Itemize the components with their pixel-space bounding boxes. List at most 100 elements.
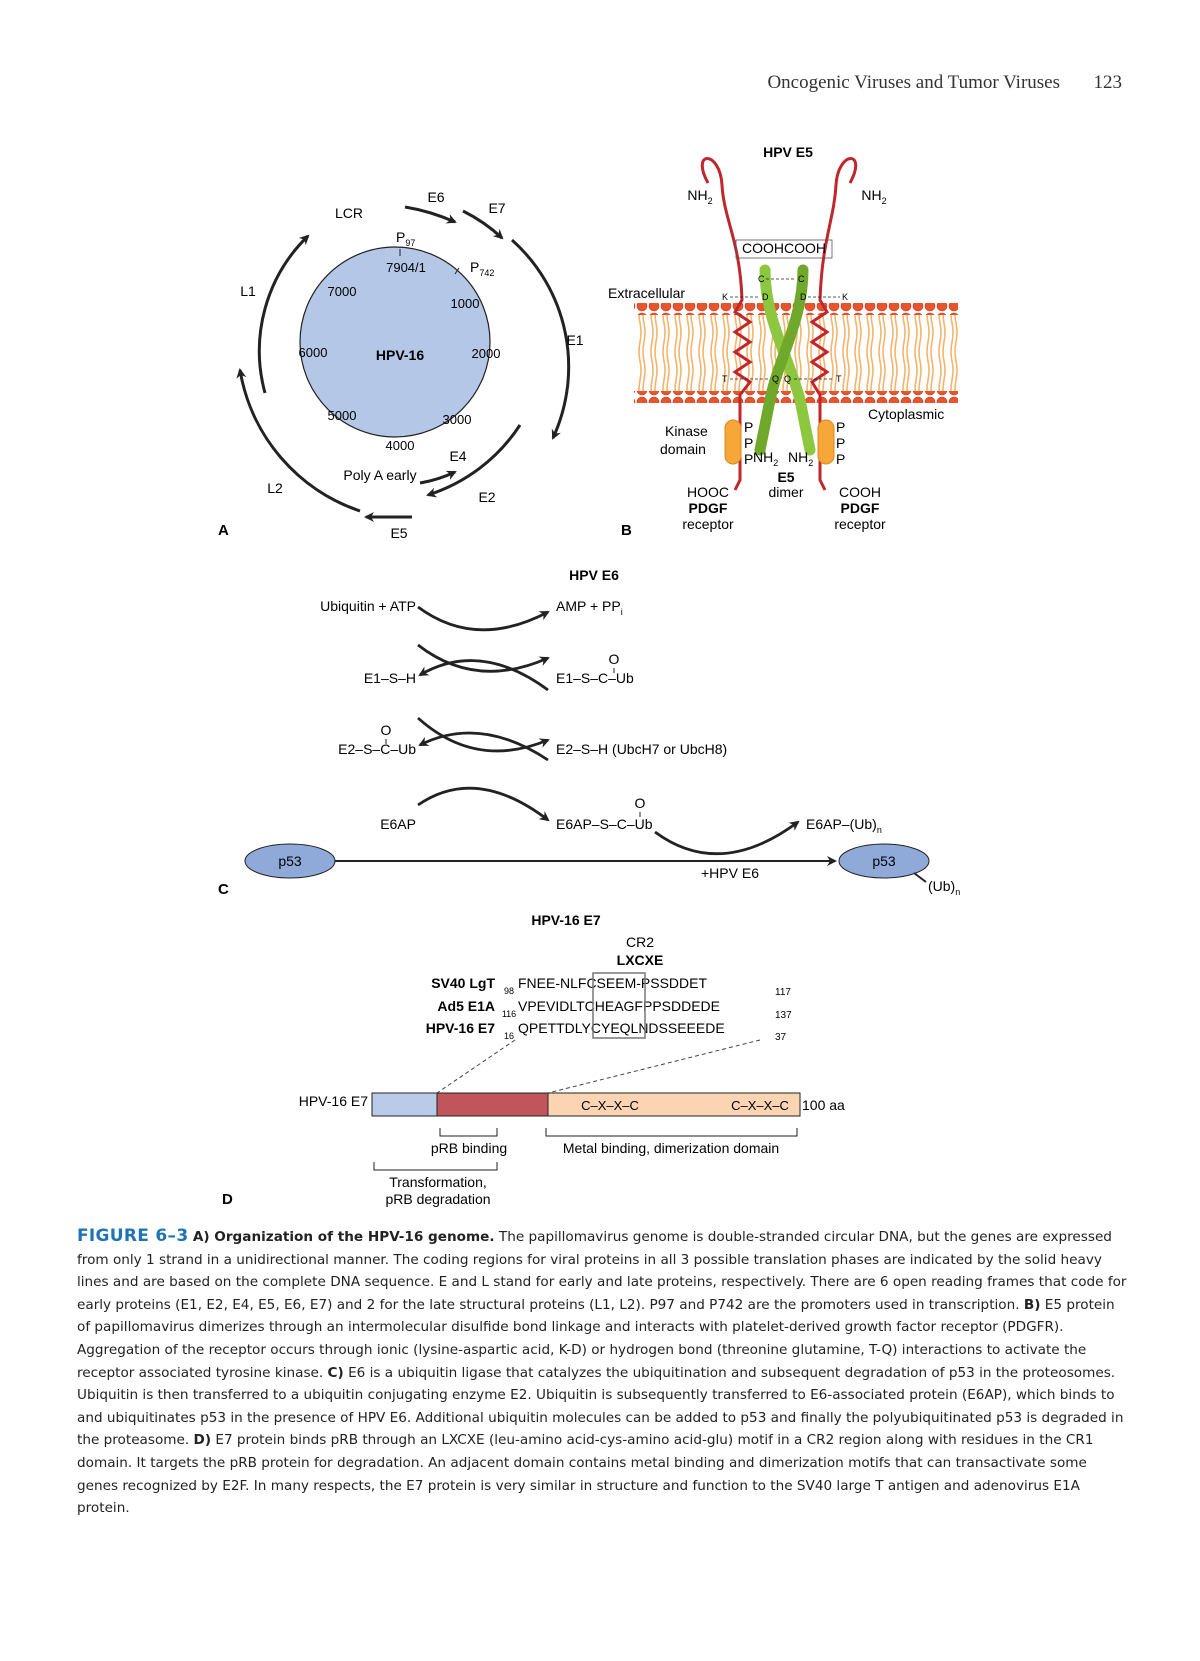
thr-label: T	[836, 374, 842, 384]
pdgf-receptor-label: PDGF	[689, 500, 728, 516]
panel-letter-b: B	[621, 522, 632, 539]
panel-letter-c: C	[218, 881, 229, 898]
seq-end: 137	[775, 1010, 792, 1021]
cooh-box	[735, 239, 833, 259]
caption-c-label: C)	[327, 1364, 344, 1381]
e7-segment-cr3	[547, 1092, 801, 1117]
o-label: O	[609, 651, 620, 667]
figure-caption: FIGURE 6–3 A) Organization of the HPV-16…	[77, 1225, 1127, 1520]
thr-label: T	[722, 374, 728, 384]
ubiquitin-atp: Ubiquitin + ATP	[320, 598, 416, 614]
caption-c-text: E6 is a ubiquitin ligase that catalyzes …	[77, 1364, 1124, 1449]
cys-label: C	[798, 274, 805, 284]
kinase-domain-left	[724, 419, 742, 465]
genome-center-label: HPV-16	[376, 347, 424, 363]
phosphate-label: P	[836, 435, 845, 451]
gene-label-e5: E5	[390, 525, 407, 541]
panel-c-ubiquitination: HPV E6 Ubiquitin + ATP AMP + PPi E1–S–H …	[218, 567, 960, 898]
seq-name-ad5: Ad5 E1A	[437, 998, 495, 1014]
nh2-label: NH2	[788, 449, 813, 468]
seq-start: 116	[502, 1009, 516, 1019]
kinase-domain-label: domain	[660, 441, 706, 457]
e5-dimer-strand	[759, 264, 816, 456]
cys-label: C	[758, 274, 765, 284]
ub-n-label: (Ub)n	[928, 878, 960, 897]
gln-label: Q	[784, 374, 791, 384]
phosphate-label: P	[744, 435, 753, 451]
seq-sv40: FNEE-NLFCSEEM-PSSDDET	[518, 975, 707, 991]
transformation-label: Transformation,	[389, 1174, 487, 1190]
e7-segment-cr2	[436, 1092, 549, 1117]
running-title: Oncogenic Viruses and Tumor Viruses	[767, 72, 1060, 93]
pdgf-receptor-label: PDGF	[841, 500, 880, 516]
seq-start: 98	[504, 986, 514, 996]
arc-e1	[510, 238, 571, 440]
genome-circle	[299, 246, 491, 438]
gene-label-e4: E4	[449, 448, 466, 464]
seq-end: 37	[775, 1032, 787, 1043]
panel-b-title: HPV E5	[763, 144, 813, 160]
e7-length: 100 aa	[802, 1097, 845, 1113]
position-label: 2000	[472, 346, 501, 361]
panel-letter-d: D	[222, 1191, 233, 1208]
e5-dimer-label: E5	[777, 469, 794, 485]
seq-hpv16: QPETTDLYCYEQLNDSSEEEDE	[518, 1020, 725, 1036]
plus-hpv-e6: +HPV E6	[701, 865, 759, 881]
position-label: 1000	[451, 296, 480, 311]
gene-label-e6: E6	[427, 189, 444, 205]
metal-binding-label: Metal binding, dimerization domain	[563, 1140, 779, 1156]
arc-e6	[404, 205, 457, 224]
panel-a-genome-map: HPV-16 7904/1 1000 2000 3000 4000 5000 6…	[218, 189, 584, 541]
position-label: 7000	[328, 284, 357, 299]
extracellular-label: Extracellular	[608, 285, 685, 301]
transformation-label: pRB degradation	[385, 1191, 490, 1207]
p53-label: p53	[278, 853, 302, 869]
caption-a-text: The papillomavirus genome is double-stra…	[77, 1229, 1127, 1313]
arc-e2	[426, 424, 522, 498]
gene-label-l2: L2	[267, 480, 283, 496]
nh2-label: NH2	[753, 449, 778, 468]
phosphate-label: P	[836, 451, 845, 467]
panel-d-title: HPV-16 E7	[531, 912, 600, 928]
cxxc-motif: C–X–X–C	[731, 1098, 789, 1113]
caption-a-label: A) Organization of the HPV-16 genome.	[192, 1229, 495, 1245]
pdgf-receptor-label: receptor	[682, 516, 734, 532]
panel-d-e7: HPV-16 E7 CR2 LXCXE SV40 LgT 98 FNEE-NLF…	[222, 912, 845, 1208]
pdgf-receptor-label: receptor	[834, 516, 886, 532]
e7-segment-cr1	[371, 1092, 438, 1117]
page-header: Oncogenic Viruses and Tumor Viruses 123	[0, 72, 1200, 102]
cooh-cooh-label: COOHCOOH	[742, 240, 826, 256]
arc-e4	[419, 470, 457, 485]
lys-label: K	[842, 292, 848, 302]
gene-label-e2: E2	[478, 489, 495, 505]
e7-bar-label: HPV-16 E7	[299, 1093, 368, 1109]
phosphate-label: P	[744, 451, 753, 467]
position-label: 4000	[386, 438, 415, 453]
caption-b-text: E5 protein of papillomavirus dimerizes t…	[77, 1296, 1115, 1381]
p53-label: p53	[872, 853, 896, 869]
panel-b-e5-membrane: HPV E5 NH2 NH2 COOHCOOH Extracellular Cy…	[608, 144, 958, 539]
asp-label: D	[762, 292, 769, 302]
e1-sh: E1–S–H	[364, 670, 416, 686]
kinase-domain-label: Kinase	[665, 423, 708, 439]
seq-end: 117	[775, 987, 791, 998]
lys-label: K	[722, 292, 728, 302]
phosphate-label: P	[836, 419, 845, 435]
pdgf-receptor-left	[700, 157, 753, 491]
phosphate-label: P	[744, 419, 753, 435]
position-label: 5000	[328, 408, 357, 423]
position-label: 3000	[443, 412, 472, 427]
e6ap-ubn: E6AP–(Ub)n	[806, 816, 882, 835]
gene-label-lcr: LCR	[335, 205, 363, 221]
cooh-label: COOH	[839, 484, 881, 500]
caption-d-text: E7 protein binds pRB through an LXCXE (l…	[77, 1432, 1094, 1517]
o-label: O	[635, 795, 646, 811]
e1-ub: E1–S–C–Ub	[556, 670, 634, 686]
panel-c-title: HPV E6	[569, 567, 619, 583]
kinase-domain-right	[817, 419, 835, 465]
position-label: 7904/1	[386, 260, 426, 275]
arc-l2	[236, 368, 361, 513]
gln-label: Q	[772, 374, 779, 384]
promoter-p742: P742	[470, 259, 494, 278]
